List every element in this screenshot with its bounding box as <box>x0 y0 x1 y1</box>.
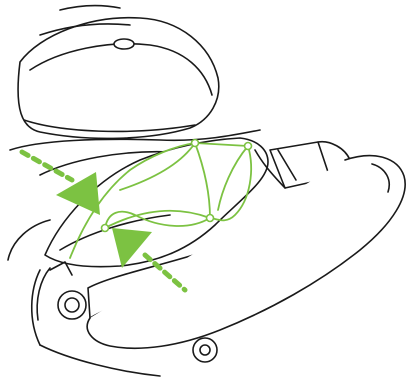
canopy-button <box>114 39 134 49</box>
canopy <box>18 6 219 139</box>
